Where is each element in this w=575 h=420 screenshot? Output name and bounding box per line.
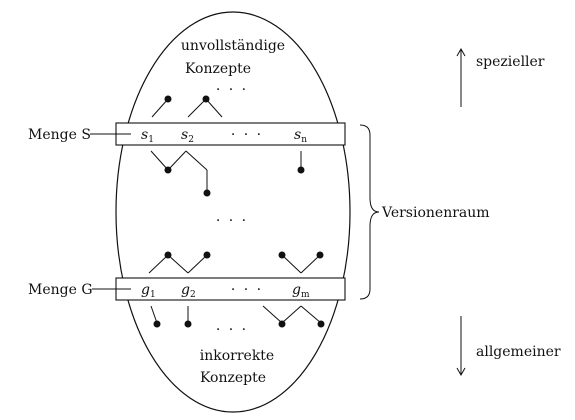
set-s-label: Menge S <box>28 127 91 143</box>
bottom-label-line1: inkorrekte <box>200 348 274 364</box>
g2-label: g2 <box>181 282 196 300</box>
top-label-line1: unvollständige <box>181 38 285 54</box>
set-g-label: Menge G <box>28 282 93 298</box>
top-ellipsis: · · · <box>216 82 248 98</box>
top-label-line2: Konzepte <box>185 61 251 77</box>
g-upper-trees <box>148 251 324 274</box>
middle-ellipsis: · · · <box>216 213 248 229</box>
s-lower-trees <box>150 150 305 197</box>
s-band-ellipsis: · · · <box>231 127 263 143</box>
down-arrow-icon <box>456 316 466 377</box>
version-space-label: Versionenraum <box>381 205 490 221</box>
bottom-ellipsis: · · · <box>216 322 248 338</box>
up-arrow-icon <box>456 47 466 107</box>
hypothesis-space-ellipse <box>115 11 351 413</box>
version-space-brace <box>359 124 380 300</box>
g-lower-trees <box>150 305 325 328</box>
sn-label: sn <box>294 127 307 145</box>
g-band-ellipsis: · · · <box>231 282 263 298</box>
bottom-label-line2: Konzepte <box>200 370 266 386</box>
s2-label: s2 <box>181 127 194 145</box>
up-arrow-label: spezieller <box>476 54 545 70</box>
g1-label: g1 <box>141 282 156 300</box>
s1-label: s1 <box>141 127 154 145</box>
top-trees <box>151 95 223 118</box>
gm-label: gm <box>292 282 310 300</box>
down-arrow-label: allgemeiner <box>476 344 561 360</box>
